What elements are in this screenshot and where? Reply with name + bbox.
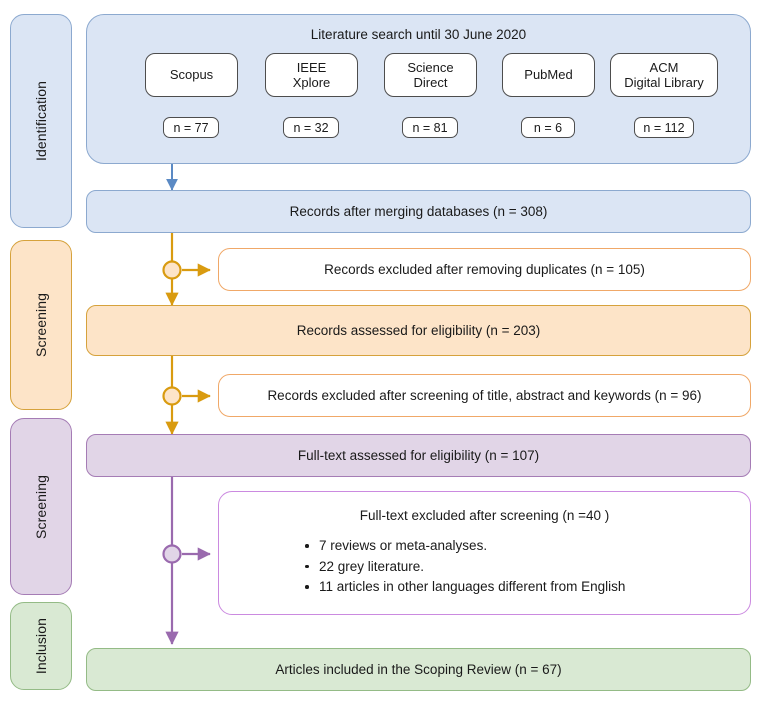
source-box-acm-digital-library[interactable]: ACM Digital Library [610,53,718,97]
stage-label-screening-1: Screening [10,240,72,410]
purple-branch [165,477,211,645]
orange-branch-2 [165,356,211,435]
source-name: Scopus [169,67,214,83]
junction-dot-screening [162,386,182,406]
box-records-assessed-eligibility[interactable]: Records assessed for eligibility (n = 20… [86,305,751,356]
source-box-ieee-xplore[interactable]: IEEE Xplore [265,53,358,97]
box-articles-included[interactable]: Articles included in the Scoping Review … [86,648,751,691]
fulltext-excluded-header: Full-text excluded after screening (n =4… [359,508,610,523]
source-name: PubMed [524,67,573,83]
stage-label-text: Screening [33,293,49,357]
list-item: 7 reviews or meta-analyses. [305,536,734,557]
source-count-science-direct: n = 81 [402,117,458,138]
box-label: Records excluded after removing duplicat… [324,262,645,277]
count-label: n = 6 [533,120,563,135]
identification-header: Literature search until 30 June 2020 [310,27,527,42]
count-label: n = 32 [293,120,329,135]
stage-label-text: Identification [33,80,49,161]
orange-branch-1 [165,233,211,306]
source-box-science-direct[interactable]: Science Direct [384,53,477,97]
source-name-line2: Direct [413,75,448,90]
source-count-scopus: n = 77 [163,117,219,138]
box-label: Records assessed for eligibility (n = 20… [296,323,541,338]
box-label: Records excluded after screening of titl… [267,388,702,403]
box-records-excluded-screening[interactable]: Records excluded after screening of titl… [218,374,751,417]
box-label: Records after merging databases (n = 308… [289,204,548,219]
stage-label-text: Screening [33,474,49,539]
box-label: Articles included in the Scoping Review … [275,662,562,677]
list-item: 11 articles in other languages different… [305,577,734,598]
count-label: n = 112 [643,120,685,135]
stage-label-inclusion: Inclusion [10,602,72,690]
count-label: n = 77 [173,120,209,135]
source-count-pubmed: n = 6 [521,117,575,138]
source-name-line2: Xplore [292,75,331,90]
source-count-ieee-xplore: n = 32 [283,117,339,138]
box-label: Full-text assessed for eligibility (n = … [297,448,540,463]
box-fulltext-excluded[interactable]: Full-text excluded after screening (n =4… [218,491,751,615]
junction-dot-fulltext [162,544,182,564]
stage-label-text: Inclusion [33,617,49,675]
source-count-acm-digital-library: n = 112 [634,117,694,138]
fulltext-excluded-reasons: 7 reviews or meta-analyses. 22 grey lite… [235,536,734,598]
box-records-after-merging[interactable]: Records after merging databases (n = 308… [86,190,751,233]
source-name-line1: ACM [649,59,679,75]
source-name-line1: IEEE [296,59,327,75]
box-records-excluded-duplicates[interactable]: Records excluded after removing duplicat… [218,248,751,291]
source-box-pubmed[interactable]: PubMed [502,53,595,97]
source-name-line2: Digital Library [624,75,704,90]
junction-dot-duplicates [162,260,182,280]
stage-label-identification: Identification [10,14,72,228]
list-item: 22 grey literature. [305,557,734,578]
source-box-scopus[interactable]: Scopus [145,53,238,97]
count-label: n = 81 [412,120,448,135]
box-fulltext-assessed[interactable]: Full-text assessed for eligibility (n = … [86,434,751,477]
source-name-line1: Science [407,59,454,75]
stage-label-screening-2: Screening [10,418,72,595]
